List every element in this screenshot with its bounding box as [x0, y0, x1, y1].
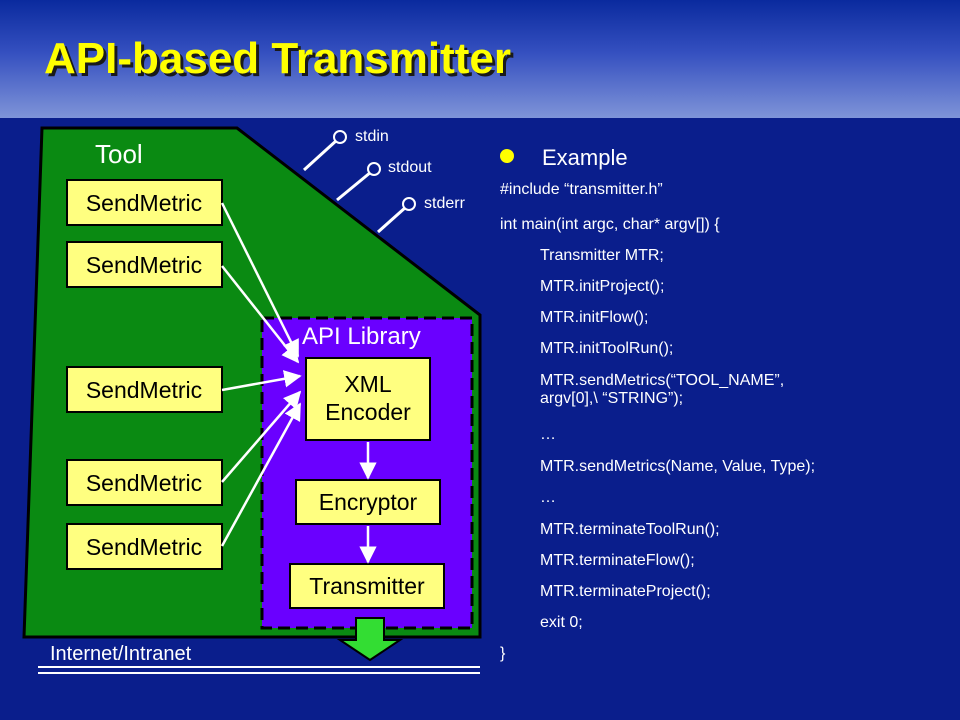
encryptor-label: Encryptor	[319, 489, 418, 515]
stdout-port: stdout	[336, 159, 432, 202]
send-metric-label: SendMetric	[86, 252, 202, 278]
code-line: #include “transmitter.h”	[500, 181, 663, 198]
send-metric-label: SendMetric	[86, 377, 202, 403]
example-bullet: Example	[542, 145, 628, 170]
code-line: MTR.initProject();	[540, 278, 665, 295]
stdin-label: stdin	[355, 128, 389, 145]
code-line: MTR.sendMetrics(“TOOL_NAME”,	[540, 372, 785, 389]
code-line: MTR.initFlow();	[540, 309, 649, 326]
xml-encoder-line2: Encoder	[325, 399, 411, 425]
transmitter-box: Transmitter	[289, 563, 445, 609]
flow-arrow	[221, 265, 300, 364]
code-line: …	[540, 489, 556, 506]
transmitter-label: Transmitter	[309, 573, 425, 599]
api-library-label: API Library	[302, 323, 421, 350]
code-line: MTR.initToolRun();	[540, 340, 674, 357]
flow-arrow	[221, 370, 302, 392]
send-metric-box: SendMetric	[66, 523, 223, 570]
code-line: Transmitter MTR;	[540, 247, 664, 264]
code-line: MTR.sendMetrics(Name, Value, Type);	[540, 458, 816, 475]
stdout-label: stdout	[388, 159, 432, 176]
flow-arrow	[220, 402, 302, 547]
stdin-port: stdin	[302, 128, 389, 172]
code-line: argv[0],\ “STRING”);	[540, 390, 684, 407]
stderr-label: stderr	[424, 195, 466, 212]
code-line: MTR.terminateProject();	[540, 583, 711, 600]
encryptor-box: Encryptor	[295, 479, 441, 525]
send-metric-box: SendMetric	[66, 459, 223, 506]
code-line: exit 0;	[540, 614, 583, 631]
stderr-port: stderr	[377, 195, 466, 234]
send-metric-label: SendMetric	[86, 534, 202, 560]
send-metric-label: SendMetric	[86, 470, 202, 496]
send-metric-label: SendMetric	[86, 190, 202, 216]
xml-encoder-line1: XML	[344, 371, 392, 397]
title-bar	[0, 0, 960, 118]
network-label: Internet/Intranet	[50, 643, 192, 665]
output-arrow	[336, 617, 404, 662]
slide-title: API-based Transmitter	[44, 34, 512, 83]
send-metric-box: SendMetric	[66, 241, 223, 288]
flow-arrow	[220, 202, 300, 358]
tool-label: Tool	[95, 139, 143, 169]
bullet-icon	[500, 149, 514, 163]
code-line: int main(int argc, char* argv[]) {	[500, 216, 720, 233]
code-line: …	[540, 426, 556, 443]
code-line: MTR.terminateFlow();	[540, 552, 695, 569]
xml-encoder-box: XML Encoder	[305, 357, 431, 441]
code-line: }	[500, 645, 506, 662]
send-metric-box: SendMetric	[66, 179, 223, 226]
code-line: MTR.terminateToolRun();	[540, 521, 720, 538]
send-metric-box: SendMetric	[66, 366, 223, 413]
